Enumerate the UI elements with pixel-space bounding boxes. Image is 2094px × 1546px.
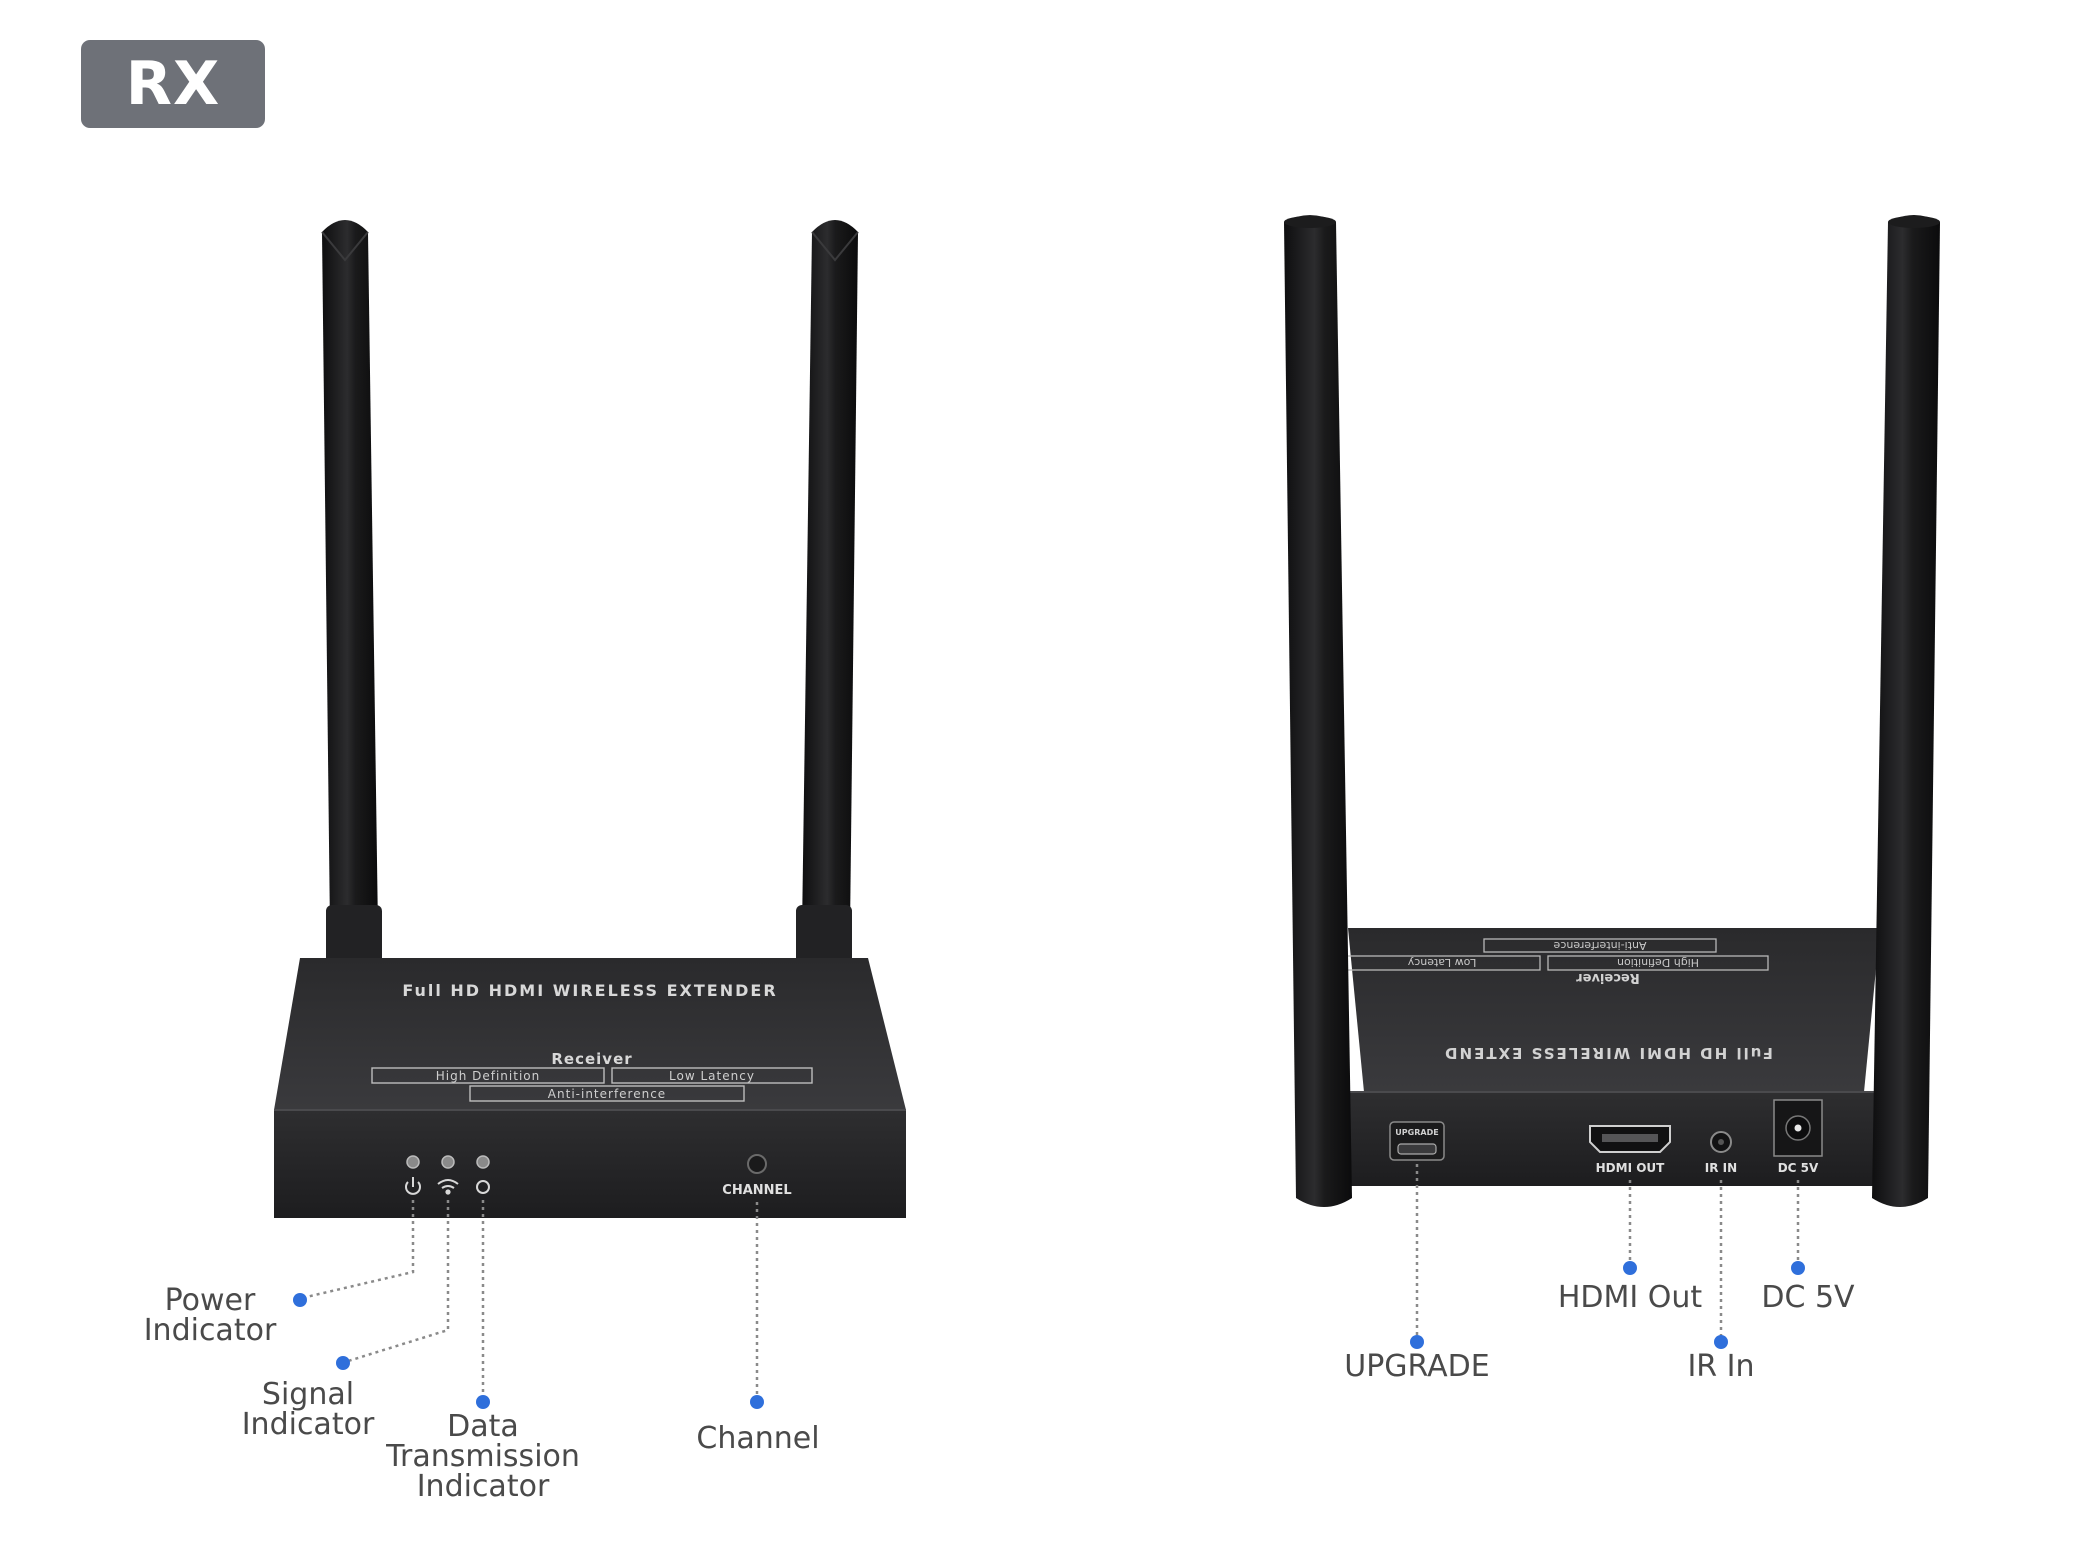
dot-power [293, 1293, 307, 1307]
dot-dc [1791, 1261, 1805, 1275]
front-model-label: Receiver [551, 1050, 632, 1068]
callout-hdmi-out: HDMI Out [1557, 1280, 1703, 1315]
channel-button[interactable] [747, 1154, 767, 1174]
rx-badge: RX [81, 40, 265, 128]
front-tag-low-latency: Low Latency [669, 1069, 755, 1083]
wifi-icon [437, 1179, 459, 1195]
callout-upgrade: UPGRADE [1344, 1349, 1490, 1384]
front-antenna-right [796, 220, 859, 965]
data-led [476, 1155, 490, 1169]
front-tag-high-definition: High Definition [436, 1069, 541, 1083]
front-tag-anti-interference: Anti-interference [548, 1087, 666, 1101]
rear-tag-high-definition: High Definition [1617, 956, 1699, 969]
dot-hdmi-out [1623, 1261, 1637, 1275]
callout-signal-indicator: Signal Indicator [241, 1377, 375, 1442]
rear-tag-anti-interference: Anti-interference [1553, 939, 1646, 952]
callout-leaders [301, 1164, 1800, 1398]
rear-top-surface [1348, 928, 1880, 1092]
signal-led [441, 1155, 455, 1169]
hdmi-out-port[interactable]: HDMI OUT [1589, 1125, 1671, 1175]
front-device: Full HD HDMI WIRELESS EXTENDER Receiver … [274, 220, 906, 1218]
ring-icon [476, 1180, 490, 1194]
dc-port[interactable]: DC 5V [1773, 1099, 1823, 1175]
upgrade-port-label: UPGRADE [1395, 1128, 1438, 1137]
front-antenna-left [321, 220, 382, 965]
dot-channel [750, 1395, 764, 1409]
callout-channel: Channel [696, 1421, 820, 1456]
rear-model-label: Receiver [1576, 970, 1640, 985]
rear-antenna-left [1284, 215, 1352, 1207]
dot-data [476, 1395, 490, 1409]
callout-data-transmission-indicator: Data Transmission Indicator [386, 1409, 580, 1504]
dot-upgrade [1410, 1335, 1424, 1349]
front-face [274, 1110, 906, 1218]
dot-signal [336, 1356, 350, 1370]
dc-port-label: DC 5V [1778, 1161, 1819, 1175]
upgrade-port[interactable]: UPGRADE [1389, 1121, 1445, 1161]
callout-power-indicator: Power Indicator [143, 1283, 277, 1348]
dot-ir-in [1714, 1335, 1728, 1349]
power-icon [405, 1177, 421, 1195]
rear-device: Full HD HDMI WIRELESS EXTEND Receiver Hi… [1284, 215, 1940, 1207]
rear-antenna-right [1872, 215, 1940, 1207]
front-top-label: Full HD HDMI WIRELESS EXTENDER [402, 981, 777, 1000]
callout-ir-in: IR In [1687, 1349, 1755, 1384]
callout-dc-5v: DC 5V [1761, 1280, 1855, 1315]
power-led [406, 1155, 420, 1169]
leader-power [301, 1200, 415, 1300]
hdmi-out-port-label: HDMI OUT [1596, 1161, 1666, 1175]
rear-tag-low-latency: Low Latency [1407, 956, 1476, 969]
front-top-surface [274, 958, 906, 1110]
channel-button-label: CHANNEL [722, 1183, 791, 1198]
leader-signal [344, 1200, 450, 1364]
ir-in-port[interactable]: IR IN [1705, 1131, 1737, 1175]
ir-in-port-label: IR IN [1705, 1161, 1737, 1175]
callout-dots [293, 1261, 1805, 1409]
rear-top-label: Full HD HDMI WIRELESS EXTEND [1443, 1044, 1773, 1062]
